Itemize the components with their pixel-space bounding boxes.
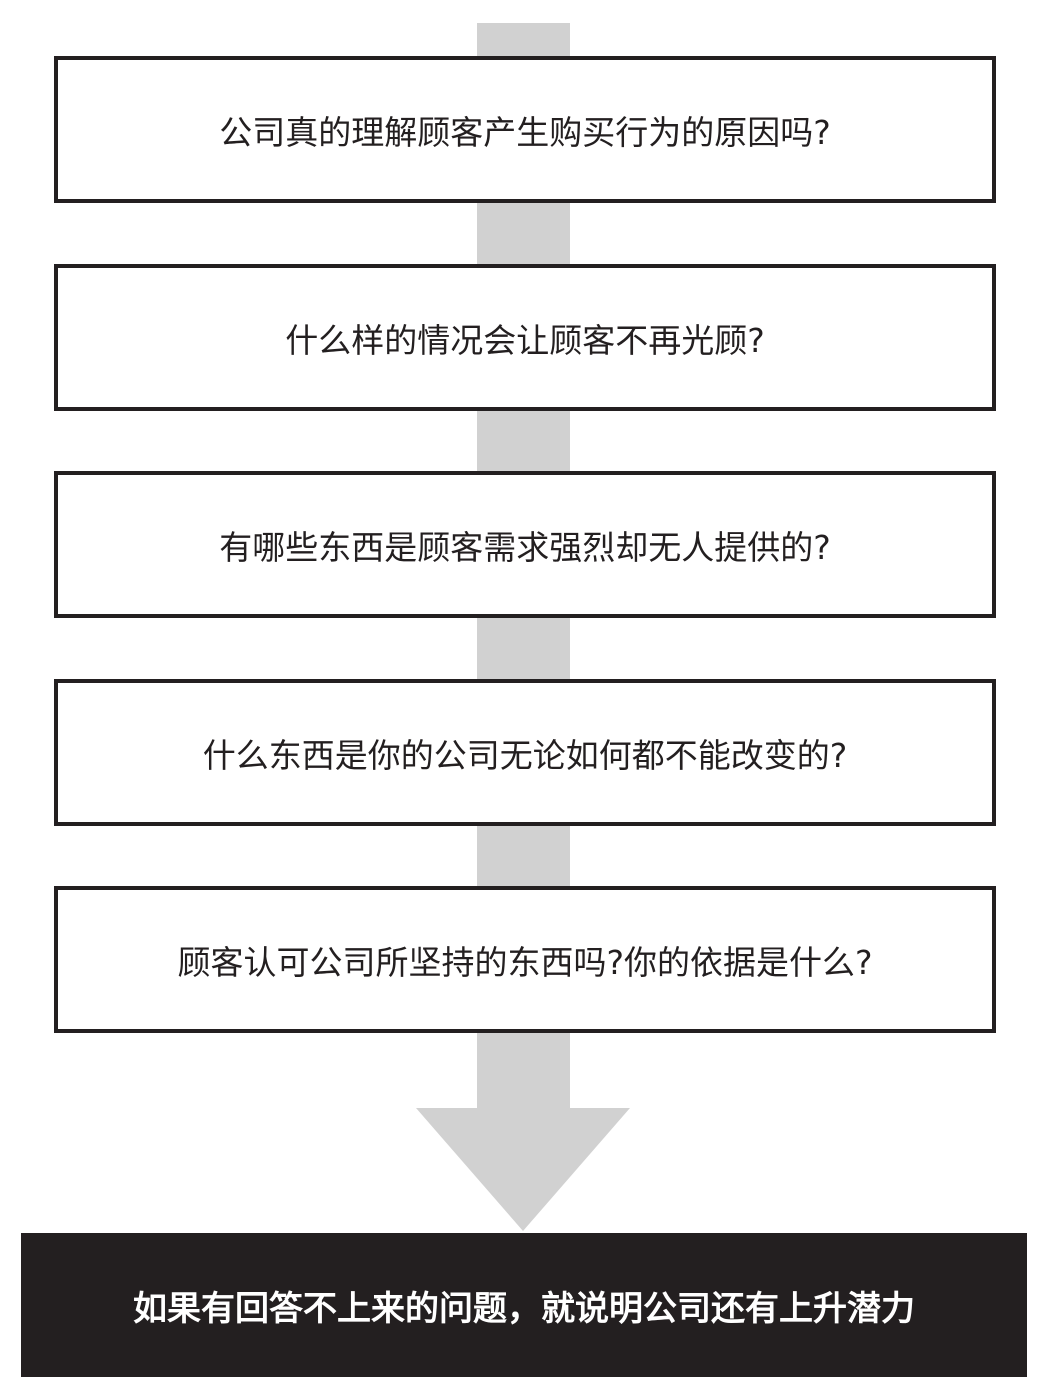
question-text: 什么样的情况会让顾客不再光顾? (285, 320, 765, 360)
question-box-1: 公司真的理解顾客产生购买行为的原因吗? (54, 56, 996, 203)
question-text: 公司真的理解顾客产生购买行为的原因吗? (219, 112, 831, 152)
question-text: 什么东西是你的公司无论如何都不能改变的? (202, 735, 848, 775)
question-box-4: 什么东西是你的公司无论如何都不能改变的? (54, 679, 996, 826)
question-box-2: 什么样的情况会让顾客不再光顾? (54, 264, 996, 411)
flow-arrow-head-icon (416, 1108, 630, 1231)
question-box-3: 有哪些东西是顾客需求强烈却无人提供的? (54, 471, 996, 618)
question-text: 有哪些东西是顾客需求强烈却无人提供的? (219, 527, 831, 567)
conclusion-text: 如果有回答不上来的问题，就说明公司还有上升潜力 (133, 1288, 915, 1329)
question-box-5: 顾客认可公司所坚持的东西吗?你的依据是什么? (54, 886, 996, 1033)
question-text: 顾客认可公司所坚持的东西吗?你的依据是什么? (177, 942, 873, 982)
conclusion-box: 如果有回答不上来的问题，就说明公司还有上升潜力 (21, 1233, 1027, 1377)
